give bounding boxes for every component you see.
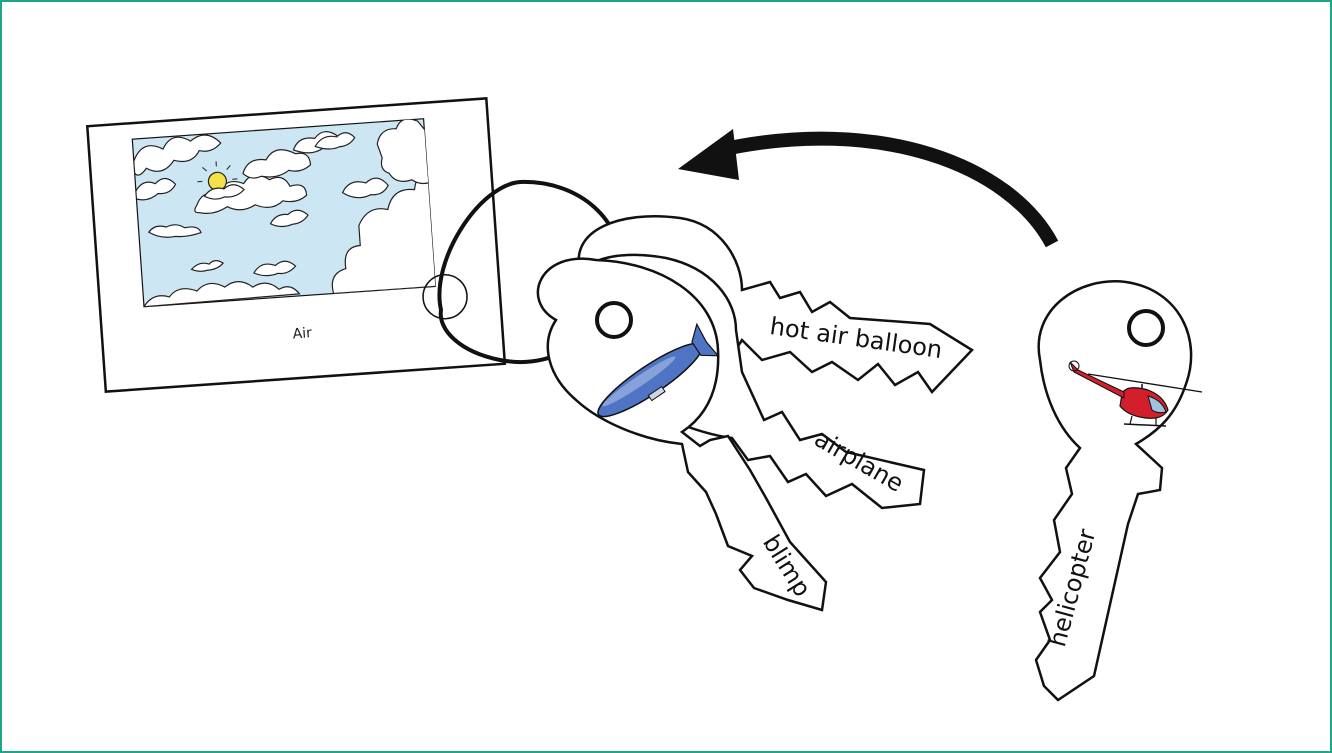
sky-picture xyxy=(132,117,445,307)
key-hole-helicopter xyxy=(1129,311,1163,345)
card-label: Air xyxy=(292,325,313,342)
air-card: Air xyxy=(87,98,505,391)
curved-arrow xyxy=(678,129,1052,244)
key-hole-blimp xyxy=(597,303,631,337)
key-helicopter: helicopter xyxy=(1036,281,1202,700)
